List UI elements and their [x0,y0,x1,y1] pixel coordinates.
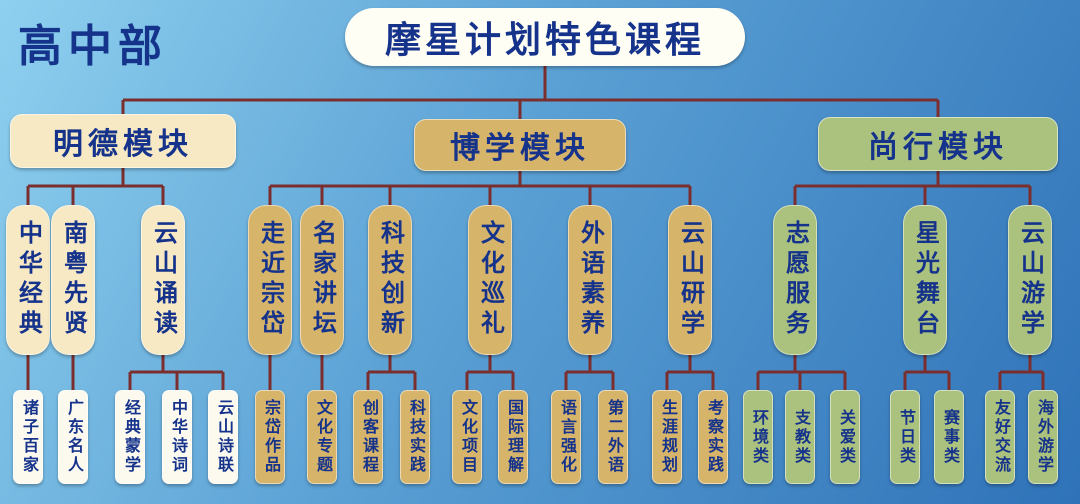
chart-title: 摩星计划特色课程 [345,8,745,66]
category-box: 云山研学 [668,205,712,355]
section-label: 高中部 [18,22,168,71]
course-box: 环境类 [743,390,773,484]
course-box: 文化项目 [452,390,482,484]
course-box: 考察实践 [698,390,728,484]
module-boxue: 博学模块 [414,119,626,171]
course-box: 第二外语 [598,390,628,484]
module-mingde: 明德模块 [10,114,236,168]
course-box: 经典蒙学 [115,390,145,484]
category-box: 名家讲坛 [300,205,344,355]
course-box: 节日类 [890,390,920,484]
course-box: 创客课程 [353,390,383,484]
course-box: 赛事类 [934,390,964,484]
course-box: 科技实践 [400,390,430,484]
course-box: 生涯规划 [652,390,682,484]
category-box: 走近宗岱 [248,205,292,355]
course-box: 支教类 [785,390,815,484]
category-box: 南粤先贤 [51,205,95,355]
course-box: 海外游学 [1028,390,1058,484]
course-box: 云山诗联 [208,390,238,484]
category-box: 外语素养 [568,205,612,355]
course-box: 宗岱作品 [255,390,285,484]
category-box: 星光舞台 [903,205,947,355]
course-box: 关爱类 [830,390,860,484]
course-box: 国际理解 [498,390,528,484]
course-box: 文化专题 [307,390,337,484]
category-box: 科技创新 [368,205,412,355]
category-box: 文化巡礼 [468,205,512,355]
module-shangxing: 尚行模块 [818,117,1058,171]
course-box: 广东名人 [58,390,88,484]
course-box: 语言强化 [551,390,581,484]
category-box: 云山诵读 [141,205,185,355]
category-box: 志愿服务 [773,205,817,355]
course-box: 诸子百家 [13,390,43,484]
course-box: 友好交流 [985,390,1015,484]
course-box: 中华诗词 [162,390,192,484]
category-box: 中华经典 [6,205,50,355]
category-box: 云山游学 [1008,205,1052,355]
